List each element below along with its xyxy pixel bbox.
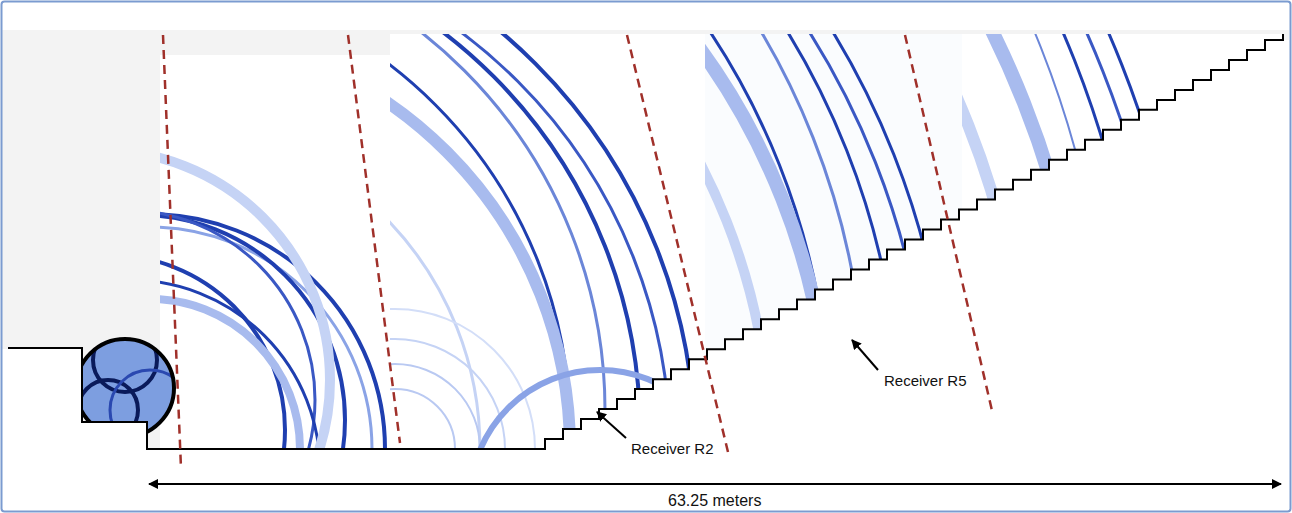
ground xyxy=(2,349,545,513)
leader-arrow xyxy=(852,340,878,370)
receiver-label: Receiver R2 xyxy=(628,440,717,458)
ground xyxy=(545,40,1289,513)
receiver-label: Receiver R5 xyxy=(881,372,970,390)
leader-arrow xyxy=(597,412,626,438)
terrain-profile xyxy=(8,34,1283,449)
dimension-arrow xyxy=(149,483,1281,485)
dimension-label: 63.25 meters xyxy=(665,492,764,510)
wavefront-arcs xyxy=(160,150,385,449)
snapshot-separator xyxy=(163,35,993,468)
